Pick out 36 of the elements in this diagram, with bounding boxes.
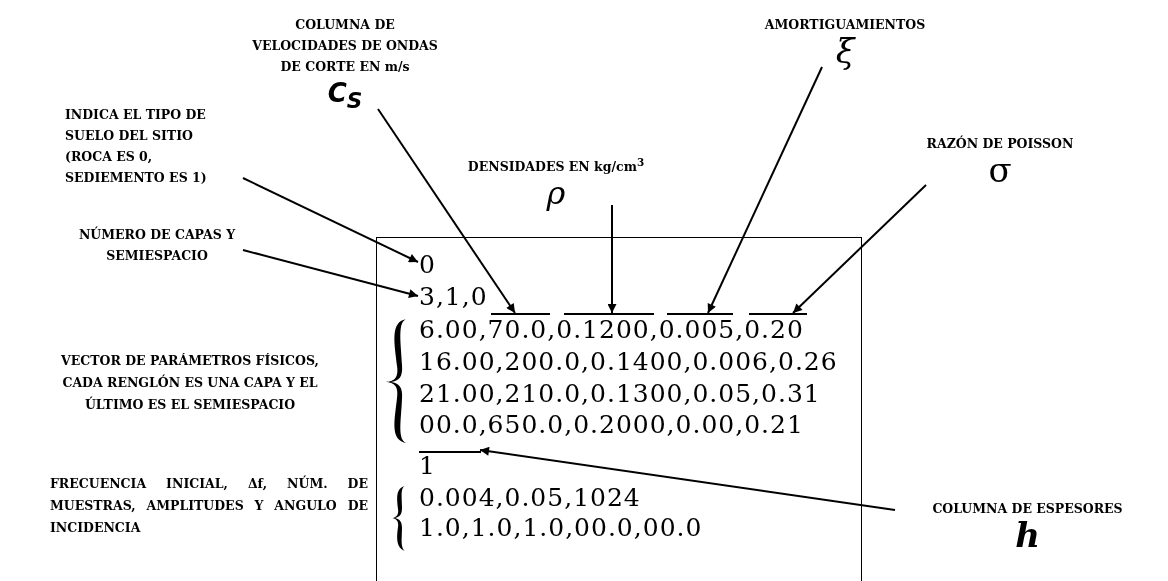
annotation-label: NÚMERO DE CAPAS Y SEMIESPACIO bbox=[77, 225, 237, 265]
leader-arrow bbox=[242, 177, 419, 263]
leader-arrow bbox=[479, 446, 896, 511]
annotation-label: VECTOR DE PARÁMETROS FÍSICOS, CADA RENGLÓN ES UNA CAPA Y EL ÚLTIMO ES EL SEMIESPACIO bbox=[60, 352, 320, 414]
column-overline bbox=[564, 313, 654, 315]
symbol-label: h bbox=[1014, 519, 1041, 551]
leader-arrow bbox=[242, 249, 419, 299]
column-overline bbox=[749, 313, 807, 315]
file-line: 21.00,210.0,0.1300,0.05,0.31 bbox=[419, 380, 821, 408]
annotation-label: FRECUENCIA INICIAL, Δf, NÚM. DE MUESTRAS, AMPLITUDES Y ANGULO DE INCIDENCIA bbox=[50, 474, 368, 537]
annotation-label: AMORTIGUAMIENTOS bbox=[763, 16, 927, 34]
column-overline bbox=[491, 313, 550, 315]
leader-arrow bbox=[792, 184, 927, 314]
column-overline bbox=[667, 313, 733, 315]
file-line: 1 bbox=[419, 452, 436, 480]
annotation-label: COLUMNA DE VELOCIDADES DE ONDAS DE CORTE EN m/s bbox=[251, 16, 439, 76]
column-overline bbox=[419, 451, 481, 453]
symbol-label: ρ bbox=[545, 177, 567, 210]
annotation-label: RAZÓN DE POISSON bbox=[925, 134, 1075, 153]
leader-arrow bbox=[707, 66, 823, 314]
file-line: 0.004,0.05,1024 bbox=[419, 484, 641, 512]
leader-arrow bbox=[607, 204, 617, 314]
symbol-label: C$_{S}$ bbox=[326, 77, 364, 116]
file-line: 00.0,650.0,0.2000,0.00,0.21 bbox=[419, 411, 804, 439]
file-line: 6.00,70.0,0.1200,0.005,0.20 bbox=[419, 316, 804, 344]
file-line: 16.00,200.0,0.1400,0.006,0.26 bbox=[419, 348, 838, 376]
file-line: 1.0,1.0,1.0,00.0,00.0 bbox=[419, 514, 703, 542]
file-box bbox=[376, 237, 862, 581]
file-line: 0 bbox=[419, 251, 436, 279]
annotation-label: COLUMNA DE ESPESORES bbox=[931, 500, 1124, 518]
leader-arrow bbox=[377, 108, 516, 314]
file-line: 3,1,0 bbox=[419, 283, 488, 311]
annotation-label: DENSIDADES EN kg/cm$^{3}$ bbox=[466, 155, 646, 177]
curly-brace bbox=[391, 486, 405, 551]
annotation-label: INDICA EL TIPO DE SUELO DEL SITIO (ROCA ES 0, SEDIEMENTO ES 1) bbox=[65, 106, 208, 187]
symbol-label: σ bbox=[987, 154, 1013, 186]
